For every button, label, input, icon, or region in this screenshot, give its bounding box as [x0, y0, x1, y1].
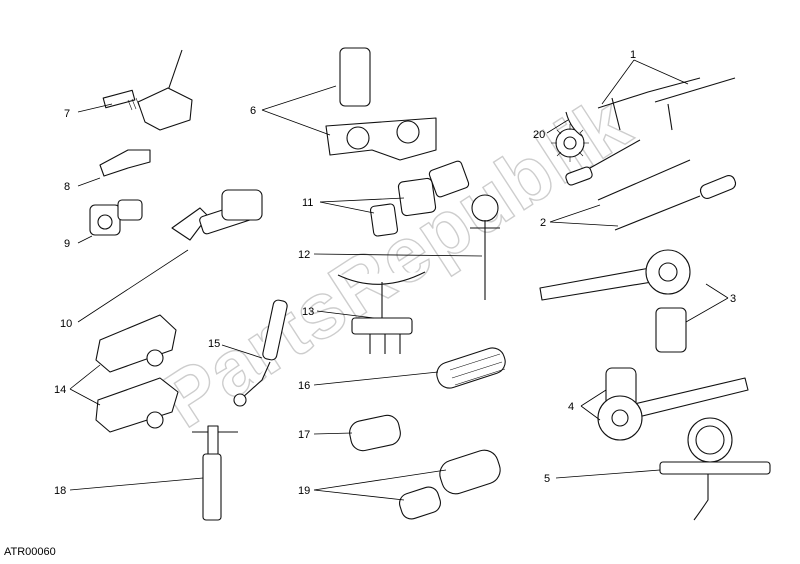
callout-14: 14 — [54, 384, 66, 396]
tool-6-socket-holder — [325, 47, 437, 161]
tool-7-puller — [102, 49, 193, 131]
gear-icon — [551, 124, 589, 162]
callout-19: 19 — [298, 485, 310, 497]
tool-2-screwdriver-rods — [597, 159, 737, 231]
callout-16: 16 — [298, 380, 310, 392]
callout-2: 2 — [540, 217, 546, 229]
callout-10: 10 — [60, 318, 72, 330]
tool-18-t-bar — [192, 425, 238, 521]
tool-16-knurled-drift — [436, 347, 506, 389]
callout-17: 17 — [298, 429, 310, 441]
tool-4-spanner-puller — [597, 367, 749, 441]
tool-19-sleeves — [399, 449, 501, 520]
callout-13: 13 — [302, 306, 314, 318]
leader-lines — [69, 59, 729, 501]
callout-labels: 7 8 9 10 14 15 18 6 11 12 13 16 17 19 1 … — [54, 49, 736, 497]
callout-8: 8 — [64, 181, 70, 193]
tool-20-rod — [565, 111, 641, 186]
callout-9: 9 — [64, 238, 70, 250]
tool-12-dial-indicator — [470, 194, 500, 300]
tool-3-spanner-wrench — [539, 249, 691, 353]
tool-11-sockets — [369, 160, 470, 237]
callout-7: 7 — [64, 108, 70, 120]
tool-1-pins — [597, 77, 736, 131]
tool-10-t-handle-puller — [171, 189, 263, 241]
callout-4: 4 — [568, 401, 574, 413]
tool-15-crank — [233, 299, 288, 407]
callout-12: 12 — [298, 249, 310, 261]
callout-6: 6 — [250, 105, 256, 117]
drawing-code: ATR00060 — [4, 546, 56, 558]
callout-18: 18 — [54, 485, 66, 497]
callout-1: 1 — [630, 49, 636, 61]
callout-5: 5 — [544, 473, 550, 485]
callout-11: 11 — [302, 197, 313, 209]
callout-15: 15 — [208, 338, 220, 350]
tool-13-puller-plate — [337, 271, 426, 354]
tool-14-fixtures — [95, 314, 179, 433]
tool-17-sleeve — [349, 414, 401, 452]
tool-8-drift — [99, 149, 151, 177]
tool-5-dial-gauge — [659, 417, 771, 521]
callout-3: 3 — [730, 293, 736, 305]
tool-9-adapter — [89, 199, 143, 236]
callout-20: 20 — [533, 129, 545, 141]
